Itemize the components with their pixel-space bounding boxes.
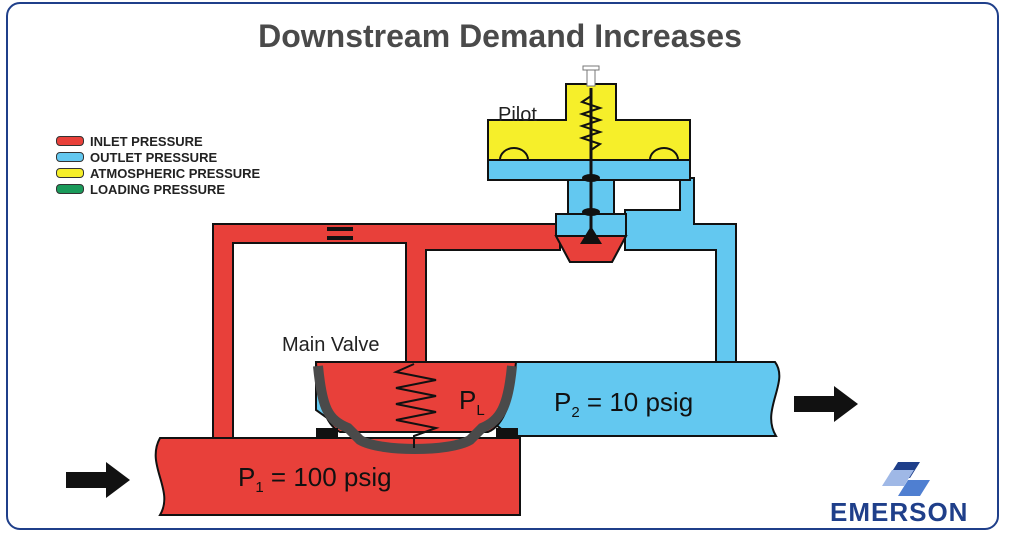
- legend-item-outlet: OUTLET PRESSURE: [56, 149, 260, 165]
- legend-label-atmospheric: ATMOSPHERIC PRESSURE: [90, 165, 261, 181]
- pilot-stem-guide-upper: [582, 174, 600, 182]
- legend-swatch-atmospheric: [56, 168, 84, 178]
- legend-label-loading: LOADING PRESSURE: [90, 181, 226, 197]
- legend: INLET PRESSURE OUTLET PRESSURE ATMOSPHER…: [56, 133, 260, 197]
- pilot-valve-plug: [580, 226, 602, 244]
- pilot-adjusting-screw-head: [582, 65, 600, 71]
- legend-swatch-inlet: [56, 136, 84, 146]
- loading-pressure-label: PL: [459, 385, 485, 419]
- legend-item-inlet: INLET PRESSURE: [56, 133, 260, 149]
- pilot-label: Pilot: [498, 104, 537, 126]
- p1-symbol: P: [238, 462, 256, 492]
- brand-wordmark: EMERSON: [830, 497, 969, 527]
- outlet-flow-arrow: [794, 386, 858, 422]
- emerson-logo-icon: [882, 462, 930, 496]
- diagram-title: Downstream Demand Increases: [258, 18, 742, 54]
- pilot-stem-guide-lower: [582, 208, 600, 216]
- pilot-diaphragm-left: [499, 147, 529, 161]
- inlet-pressure-label: P1 = 100 psig: [238, 462, 392, 496]
- main-valve-diaphragm: [313, 365, 517, 454]
- legend-swatch-outlet: [56, 152, 84, 162]
- legend-label-outlet: OUTLET PRESSURE: [90, 149, 218, 165]
- main-valve-seat-left: [316, 428, 338, 438]
- main-valve-spring: [392, 363, 440, 448]
- legend-swatch-loading: [56, 184, 84, 194]
- p2-subscript: 2: [571, 404, 580, 421]
- restriction-orifice-lower: [327, 236, 353, 240]
- main-valve-label: Main Valve: [282, 334, 380, 356]
- legend-item-loading: LOADING PRESSURE: [56, 181, 260, 197]
- pl-subscript: L: [476, 402, 485, 419]
- restriction-orifice: [327, 227, 353, 231]
- pilot-outlet-chamber: [487, 159, 691, 181]
- pl-symbol: P: [459, 385, 477, 415]
- p1-subscript: 1: [255, 479, 264, 496]
- p2-symbol: P: [554, 387, 572, 417]
- p1-value: = 100 psig: [263, 462, 392, 492]
- outlet-sensing-line: [624, 177, 737, 365]
- legend-item-atmospheric: ATMOSPHERIC PRESSURE: [56, 165, 260, 181]
- pilot-spring: [578, 95, 604, 151]
- pilot-diaphragm-right: [649, 147, 679, 161]
- pilot-inlet-port: [554, 235, 628, 263]
- inlet-pipe: [154, 437, 521, 516]
- legend-label-inlet: INLET PRESSURE: [90, 133, 203, 149]
- outlet-pressure-label: P2 = 10 psig: [554, 387, 694, 421]
- inlet-flow-arrow: [66, 462, 130, 498]
- p2-value: = 10 psig: [579, 387, 694, 417]
- main-valve-seat-right: [496, 428, 518, 438]
